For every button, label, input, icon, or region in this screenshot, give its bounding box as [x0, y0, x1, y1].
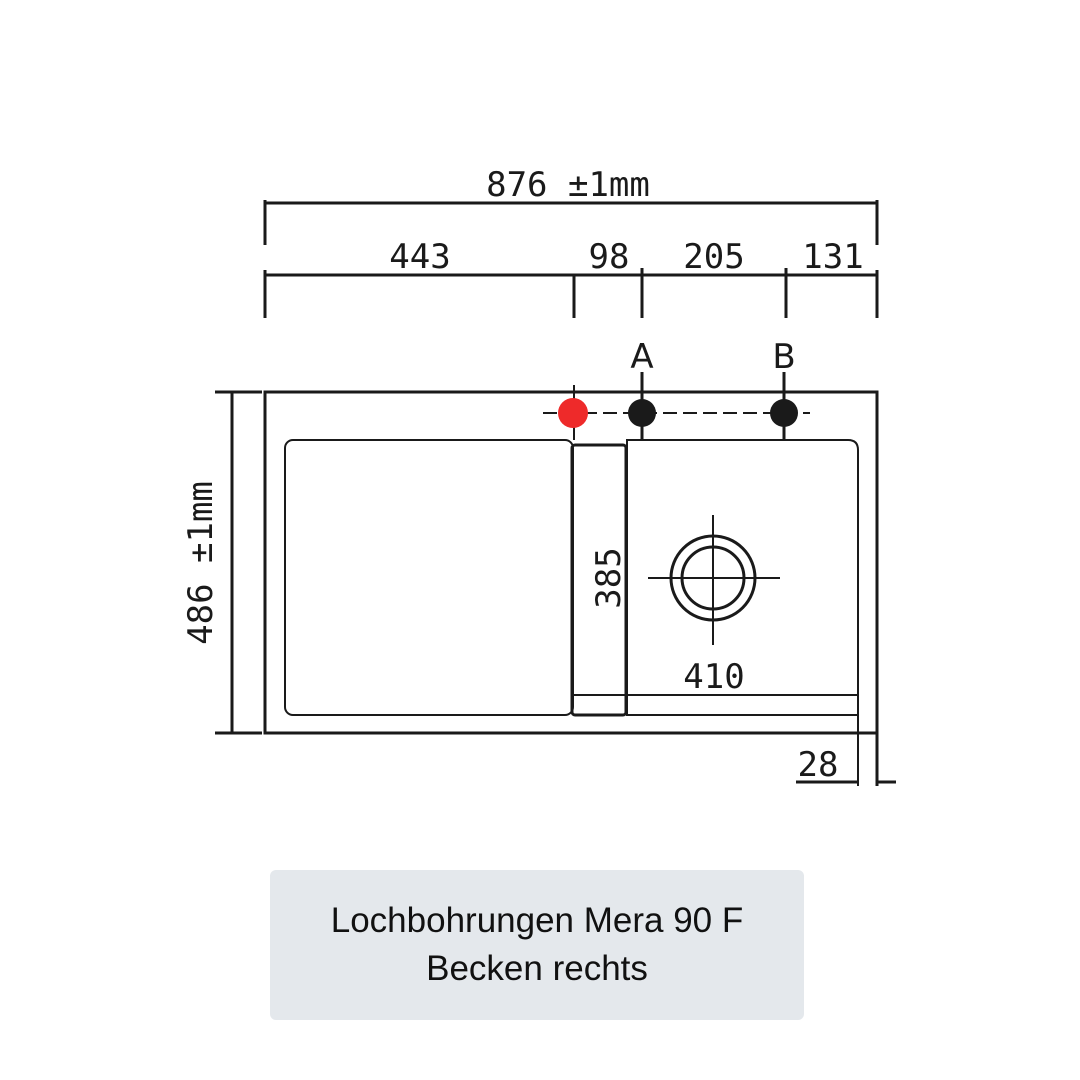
hole-red-marker: [558, 398, 588, 428]
hole-spacing-2-label: 205: [683, 237, 744, 277]
bowl-outline: [626, 439, 859, 716]
caption-line-1: Lochbohrungen Mera 90 F: [330, 901, 744, 940]
drainer-area: [284, 439, 574, 716]
right-part-label: 131: [802, 237, 863, 277]
caption-box: Lochbohrungen Mera 90 F Becken rechts: [270, 870, 804, 1020]
overall-width-dimension: 876 ±1mm: [263, 165, 879, 245]
overall-width-label: 876 ±1mm: [486, 165, 650, 205]
segment-dimensions: 443 98 205 131: [263, 237, 879, 318]
sink-outline: [263, 390, 879, 735]
hole-spacing-1-label: 98: [589, 237, 630, 277]
overall-depth-label: 486 ±1mm: [181, 481, 221, 645]
hole-a-label: A: [630, 337, 653, 377]
tap-holes-row: [543, 398, 810, 428]
hole-a-marker: [628, 399, 656, 427]
edge-offset-label: 28: [798, 745, 839, 785]
overall-depth-dimension: 486 ±1mm: [181, 390, 262, 735]
bowl-width-label: 410: [683, 657, 744, 697]
hole-b-label: B: [772, 337, 795, 377]
hole-b-marker: [770, 399, 798, 427]
drain-icon: [648, 515, 780, 645]
caption-line-2: Becken rechts: [426, 949, 648, 988]
bowl-depth-label: 385: [589, 547, 629, 608]
bowl-divider: [570, 443, 628, 717]
edge-offset-dimension: 28: [796, 715, 896, 786]
left-part-label: 443: [389, 237, 450, 277]
